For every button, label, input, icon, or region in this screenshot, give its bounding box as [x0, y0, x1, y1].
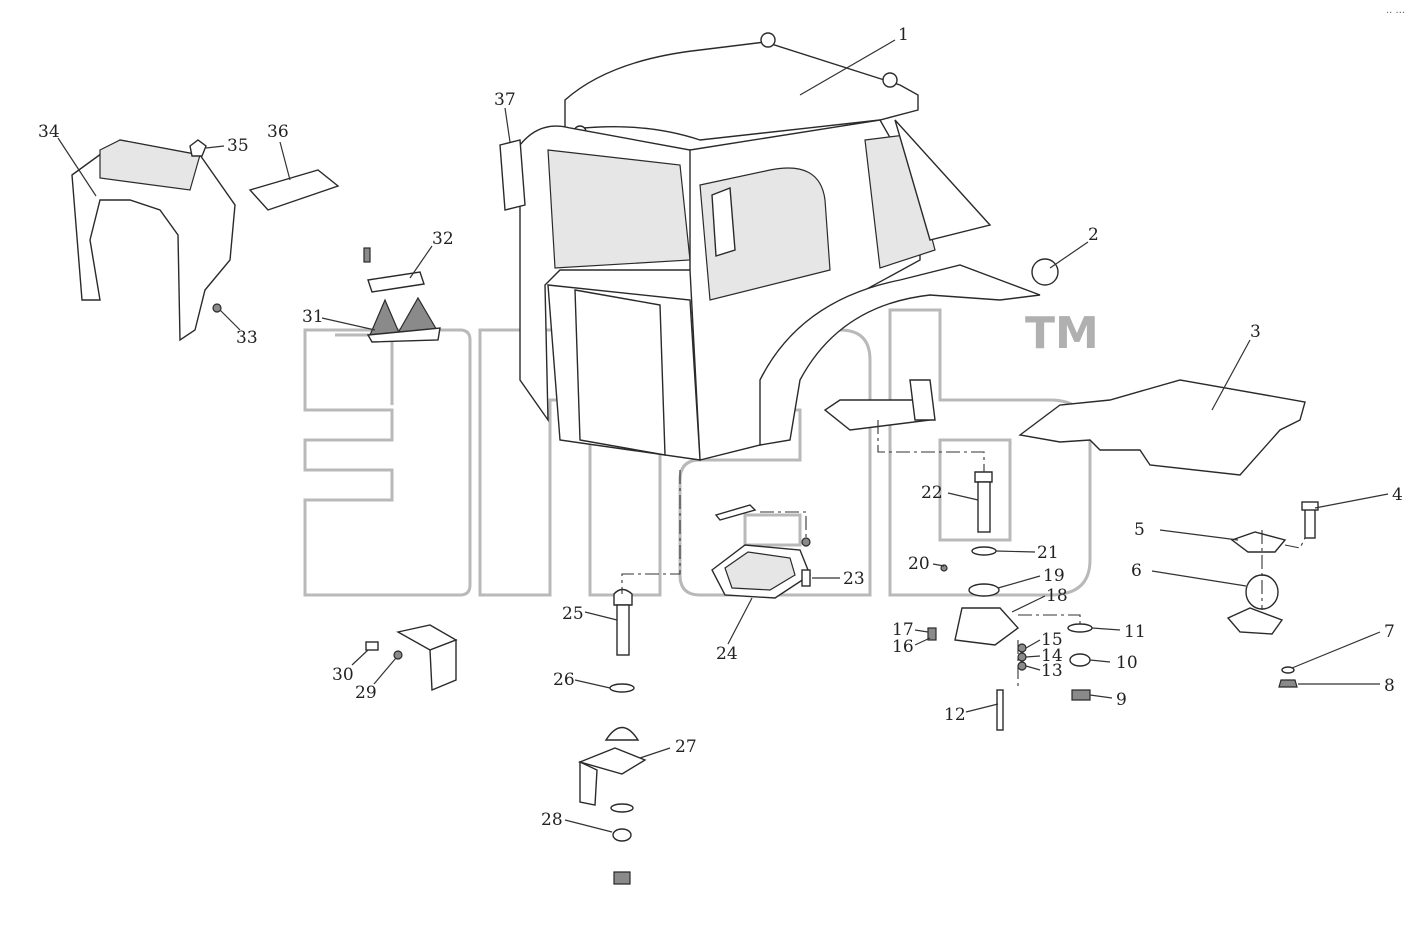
callout-3: 3	[1250, 322, 1261, 342]
callout-10: 10	[1116, 653, 1138, 673]
callout-1: 1	[898, 25, 909, 45]
callout-12: 12	[944, 705, 966, 725]
callout-25: 25	[562, 604, 584, 624]
callout-27: 27	[675, 737, 697, 757]
callout-14: 14	[1041, 646, 1063, 666]
callout-labels: 1 2 3 4 5 6 7 8 9 10 11 12 13 14 15 16 1…	[38, 25, 1403, 830]
callout-26: 26	[553, 670, 575, 690]
callout-18: 18	[1046, 586, 1068, 606]
callout-23: 23	[843, 569, 865, 589]
corner-mark: ·· ···	[1386, 8, 1405, 19]
cab-assembly	[499, 32, 1041, 461]
callout-19: 19	[1043, 566, 1065, 586]
callout-7: 7	[1384, 622, 1395, 642]
info-plate	[248, 169, 340, 211]
callout-15: 15	[1041, 630, 1063, 650]
callout-2: 2	[1088, 225, 1099, 245]
callout-35: 35	[227, 136, 249, 156]
callout-11: 11	[1124, 622, 1146, 642]
callout-28: 28	[541, 810, 563, 830]
callout-5: 5	[1134, 520, 1145, 540]
callout-36: 36	[267, 122, 289, 142]
leader-lines	[57, 39, 1389, 833]
callout-24: 24	[716, 644, 738, 664]
left-mount-stack	[577, 588, 647, 885]
floor-mat	[1018, 379, 1306, 476]
assembly-guide-lines	[621, 420, 1306, 690]
callout-30: 30	[332, 665, 354, 685]
fender-assembly	[71, 139, 236, 342]
callout-29: 29	[355, 683, 377, 703]
step-assembly	[711, 504, 811, 599]
plug-cap	[1031, 258, 1059, 286]
right-mount-stack	[1226, 501, 1319, 688]
callout-4: 4	[1392, 485, 1403, 505]
callout-34: 34	[38, 122, 60, 142]
bracket-assembly	[365, 624, 458, 692]
boot-assembly	[363, 247, 441, 343]
callout-13: 13	[1041, 661, 1063, 681]
callout-17: 17	[892, 620, 914, 640]
callout-6: 6	[1131, 561, 1142, 581]
callout-31: 31	[302, 307, 324, 327]
watermark-tm: TM	[1025, 308, 1099, 359]
callout-9: 9	[1116, 690, 1127, 710]
callout-8: 8	[1384, 676, 1395, 696]
centre-mount-stack	[927, 471, 1093, 731]
callout-21: 21	[1037, 543, 1059, 563]
callout-20: 20	[908, 554, 930, 574]
callout-32: 32	[432, 229, 454, 249]
callout-22: 22	[921, 483, 943, 503]
callout-33: 33	[236, 328, 258, 348]
callout-16: 16	[892, 637, 914, 657]
callout-37: 37	[494, 90, 516, 110]
